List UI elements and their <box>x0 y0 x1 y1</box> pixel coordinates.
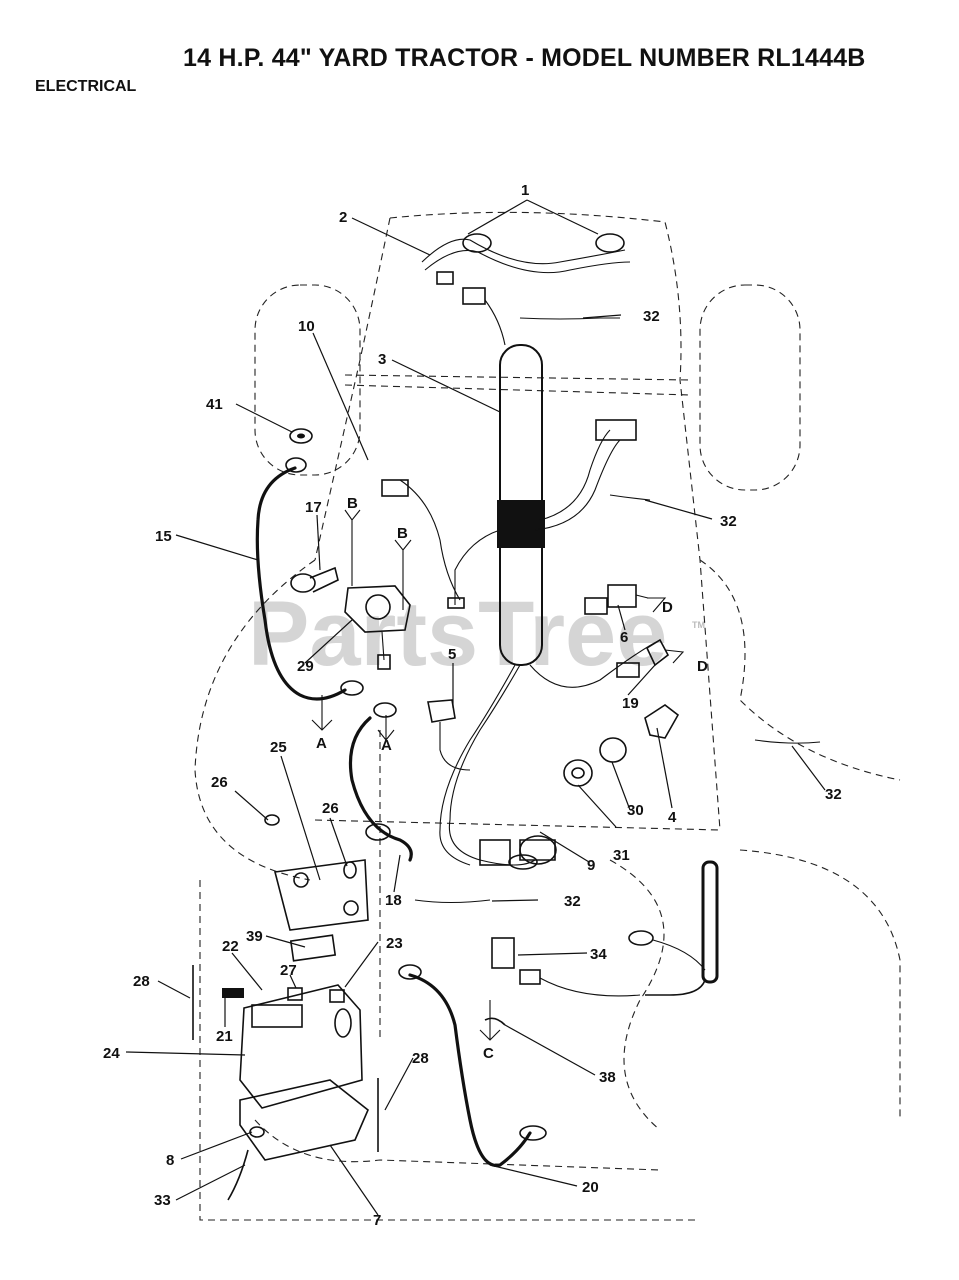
connection-mark-b-right: B <box>397 525 408 542</box>
headlight-harness <box>421 233 631 346</box>
callout-7: 7 <box>373 1212 381 1229</box>
drain-hose <box>227 1149 249 1201</box>
callout-17: 17 <box>305 499 322 516</box>
callout-32-bottom: 32 <box>564 893 581 910</box>
callout-21: 21 <box>216 1028 233 1045</box>
callout-18: 18 <box>385 892 402 909</box>
callout-20: 20 <box>582 1179 599 1196</box>
callout-15: 15 <box>155 528 172 545</box>
callout-25: 25 <box>270 739 287 756</box>
battery-label-pad <box>289 934 337 962</box>
connection-mark-c: C <box>483 1045 494 1062</box>
clip-part-38 <box>484 1017 506 1026</box>
leader-lines <box>125 199 826 1216</box>
switch-part-19 <box>616 638 670 678</box>
callout-41: 41 <box>206 396 223 413</box>
callout-4: 4 <box>668 809 677 826</box>
connection-mark-b-left: B <box>347 495 358 512</box>
callout-34: 34 <box>590 946 607 963</box>
callout-30: 30 <box>627 802 644 819</box>
wing-nut-right <box>343 861 357 879</box>
callout-33: 33 <box>154 1192 171 1209</box>
bolt-part-21 <box>222 988 244 998</box>
callout-32-top: 32 <box>643 308 660 325</box>
callout-31: 31 <box>613 847 630 864</box>
ignition-switch <box>479 835 557 866</box>
battery <box>239 984 363 1109</box>
connection-mark-a-left: A <box>316 735 327 752</box>
ignition-nut <box>563 759 593 787</box>
cable-tie-4 <box>414 899 491 904</box>
callout-39: 39 <box>246 928 263 945</box>
callout-26-right: 26 <box>322 800 339 817</box>
callout-28-left: 28 <box>133 973 150 990</box>
callout-26-left: 26 <box>211 774 228 791</box>
seat-switch-assembly <box>584 584 649 615</box>
battery-hold-down <box>273 859 369 931</box>
callout-3: 3 <box>378 351 386 368</box>
callout-5: 5 <box>448 646 456 663</box>
callout-8: 8 <box>166 1152 174 1169</box>
nut-part-27 <box>287 987 303 1001</box>
page-title: 14 H.P. 44" YARD TRACTOR - MODEL NUMBER … <box>183 44 866 72</box>
starter-solenoid <box>344 585 411 670</box>
callout-9: 9 <box>587 857 595 874</box>
connection-symbols <box>311 509 685 1041</box>
callout-27: 27 <box>280 962 297 979</box>
corrugated-conduit <box>497 344 545 666</box>
watermark-trademark: TM <box>692 620 705 630</box>
nut-part-23 <box>329 989 345 1003</box>
tractor-ghost-outline <box>194 211 901 1221</box>
washer-part-41 <box>289 428 313 444</box>
main-wiring-harness <box>381 419 661 870</box>
cable-tie-3 <box>754 739 821 744</box>
cable-tie-2 <box>609 494 651 501</box>
callout-38: 38 <box>599 1069 616 1086</box>
section-label: ELECTRICAL <box>35 78 137 95</box>
positive-cable <box>348 716 413 862</box>
connection-mark-d-bottom: D <box>697 658 708 675</box>
callout-1: 1 <box>521 182 529 199</box>
sensor-part-34 <box>491 937 641 997</box>
connection-mark-d-top: D <box>662 599 673 616</box>
relay-part-4 <box>644 704 680 739</box>
callout-6: 6 <box>620 629 628 646</box>
safety-switch <box>427 699 471 771</box>
callout-32-mid: 32 <box>720 513 737 530</box>
battery-cable-20 <box>408 973 532 1168</box>
callout-29: 29 <box>297 658 314 675</box>
battery-tray <box>239 1079 369 1161</box>
callout-22: 22 <box>222 938 239 955</box>
cable-tie-1 <box>519 317 620 320</box>
callout-2: 2 <box>339 209 347 226</box>
wing-nut-left <box>264 814 280 826</box>
callout-10: 10 <box>298 318 315 335</box>
ground-cable <box>255 466 347 701</box>
callout-19: 19 <box>622 695 639 712</box>
connection-mark-a-right: A <box>381 737 392 754</box>
solenoid-boot <box>290 566 339 593</box>
ignition-knob <box>599 737 627 763</box>
fitting-part-8 <box>249 1126 265 1138</box>
callout-23: 23 <box>386 935 403 952</box>
callout-24: 24 <box>103 1045 120 1062</box>
callout-28-right: 28 <box>412 1050 429 1067</box>
callout-32-right: 32 <box>825 786 842 803</box>
watermark-text: PartsTree <box>248 583 667 685</box>
